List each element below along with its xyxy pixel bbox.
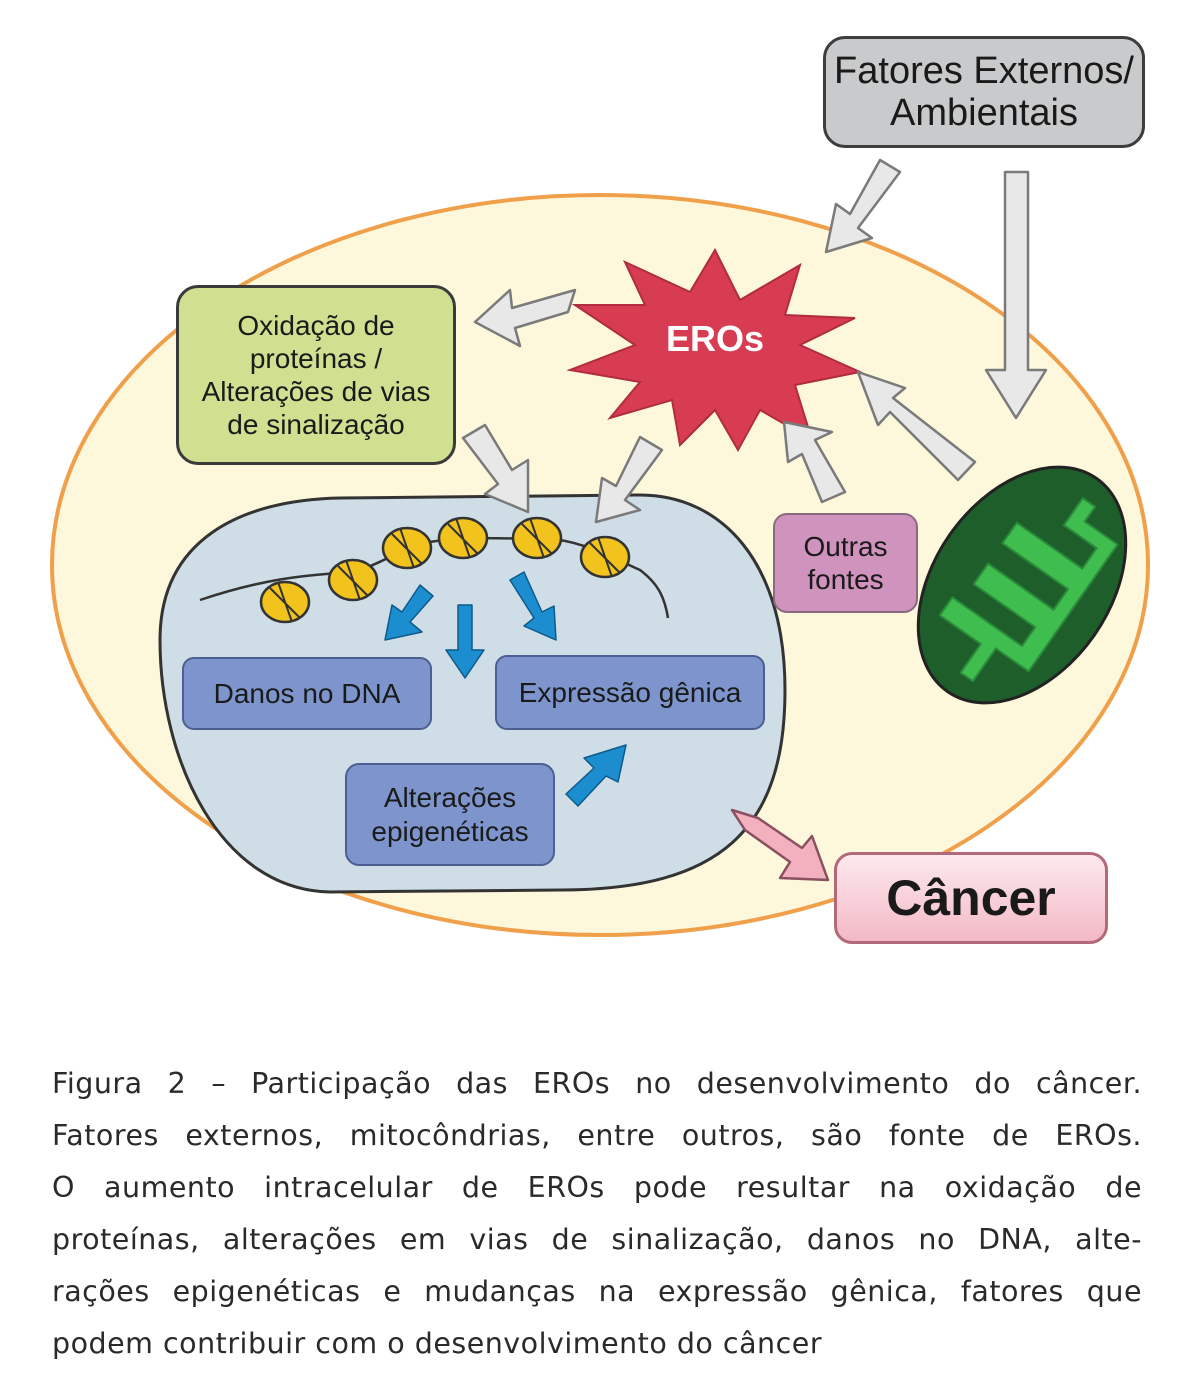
fatores-line1: Fatores Externos/ <box>834 50 1134 92</box>
box-danos-dna: Danos no DNA <box>182 657 432 730</box>
expressao-label: Expressão gênica <box>518 676 742 708</box>
cancer-arrow <box>730 808 830 882</box>
box-expressao-genica: Expressão gênica <box>495 655 765 730</box>
cancer-label: Câncer <box>886 870 1056 926</box>
oxidacao-line2: proteínas / <box>249 343 383 374</box>
danos-label: Danos no DNA <box>213 677 401 709</box>
outras-line1: Outras <box>803 531 888 562</box>
nucleus <box>158 493 787 894</box>
oxidacao-line3: Alterações de vias <box>201 376 431 407</box>
box-fatores-externos: Fatores Externos/ Ambientais <box>823 36 1145 148</box>
oxidacao-line1: Oxidação de <box>237 310 395 341</box>
box-oxidacao-proteinas: Oxidação de proteínas / Alterações de vi… <box>176 285 456 465</box>
diagram: Fatores Externos/ Ambientais EROs Oxidaç… <box>50 36 1150 944</box>
blue-arrows <box>384 571 627 807</box>
figure-caption: Figura 2 – Participação das EROs no dese… <box>52 1058 1142 1370</box>
oxidacao-line4: de sinalização <box>227 409 405 440</box>
outras-line2: fontes <box>807 564 884 595</box>
box-outras-fontes: Outras fontes <box>773 513 918 613</box>
box-alteracoes-epigeneticas: Alterações epigenéticas <box>345 763 555 866</box>
eros-label: EROs <box>665 318 765 359</box>
fatores-line2: Ambientais <box>890 92 1078 134</box>
nucleosome-lines <box>269 517 621 623</box>
mitochondria <box>916 465 1128 705</box>
eros-star <box>566 247 864 453</box>
caption-line-3: O aumento intracelular de EROs pode resu… <box>52 1171 1142 1204</box>
caption-line-5: rações epigenéticas e mudanças na expres… <box>52 1275 1142 1308</box>
caption-line-6: podem contribuir com o desenvolvimento d… <box>52 1327 823 1360</box>
caption-line-4: proteínas, alterações em vias de sinaliz… <box>52 1223 1142 1256</box>
gray-arrows <box>461 158 1048 524</box>
box-cancer: Câncer <box>834 852 1108 944</box>
caption-line-1: Figura 2 – Participação das EROs no dese… <box>52 1067 1142 1100</box>
epigen-line1: Alterações <box>383 781 517 813</box>
caption-line-2: Fatores externos, mitocôndrias, entre ou… <box>52 1119 1142 1152</box>
epigen-line2: epigenéticas <box>371 815 529 847</box>
